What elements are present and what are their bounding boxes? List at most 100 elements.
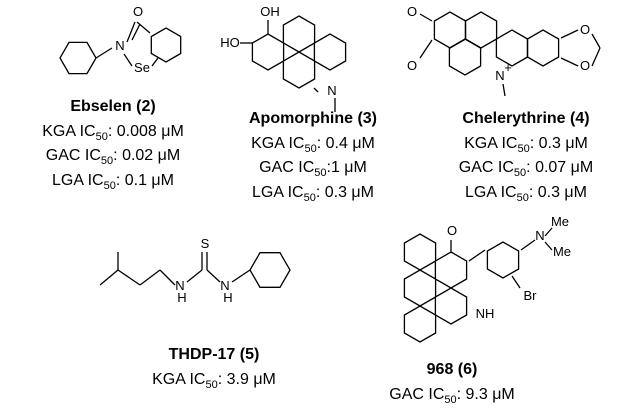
atom-label: Me xyxy=(551,214,569,229)
bond xyxy=(206,269,221,283)
activity-sub: 50 xyxy=(314,167,327,179)
bond xyxy=(126,21,136,43)
bond xyxy=(511,275,521,289)
activity-sub: 50 xyxy=(517,142,530,155)
ring-naph1 xyxy=(403,305,437,343)
activity-sub: 50 xyxy=(304,142,317,155)
activity-sub: 50 xyxy=(444,393,457,406)
atom-label: Br xyxy=(524,288,538,303)
atom-label: O xyxy=(407,58,417,73)
bond xyxy=(560,29,579,39)
activity-value: : 0.4 μM xyxy=(316,134,375,152)
activity-assay: LGA IC xyxy=(52,171,104,189)
activity-value: : 0.3 μM xyxy=(529,134,588,152)
activity-sub: 50 xyxy=(513,167,527,179)
benzo-ring xyxy=(150,27,182,63)
activity-assay: GAC IC xyxy=(259,159,315,176)
activity-assay: KGA IC xyxy=(152,370,206,388)
bond xyxy=(123,53,133,67)
atom-label: N xyxy=(220,278,229,293)
atom-label: N xyxy=(535,228,544,243)
bond xyxy=(231,269,251,283)
atom-label: O xyxy=(447,223,457,238)
compound-968: 968 (6)GAC IC50: 9.3 μM xyxy=(389,358,515,407)
activity-line: KGA IC50: 0.4 μM xyxy=(249,132,377,157)
bond xyxy=(468,249,486,262)
ring-d xyxy=(282,51,316,89)
bond xyxy=(151,57,159,67)
ring-3 xyxy=(495,29,529,67)
ring-n xyxy=(434,251,468,289)
bond xyxy=(419,13,433,22)
atom-label: OH xyxy=(260,4,280,19)
ring-b xyxy=(282,15,316,53)
atom-label: Me xyxy=(553,244,571,259)
activity-assay: GAC IC xyxy=(458,159,514,176)
atom-label: N xyxy=(495,68,504,83)
activity-assay: KGA IC xyxy=(251,134,305,152)
activity-line: KGA IC50: 0.008 μM xyxy=(42,120,184,145)
activity-value: : 0.3 μM xyxy=(528,183,587,201)
atom-label: HO xyxy=(220,35,240,50)
activity-sub: 50 xyxy=(95,130,108,143)
activity-sub: 50 xyxy=(100,155,114,167)
bond xyxy=(520,239,536,251)
activity-line: GAC IC50: 0.07 μM xyxy=(459,156,593,181)
activity-line: KGA IC50: 3.9 μM xyxy=(152,368,276,393)
atom-label: NH xyxy=(476,306,495,321)
activity-sub: 50 xyxy=(103,179,116,192)
bond xyxy=(419,39,433,59)
ring-5 xyxy=(448,38,482,76)
activity-sub: 50 xyxy=(205,378,218,391)
phenyl-ring xyxy=(59,41,97,75)
bond xyxy=(313,87,319,93)
compound-name: Apomorphine (3) xyxy=(249,110,377,127)
activity-line: GAC IC50:1 μM xyxy=(249,156,377,181)
atom-label: O xyxy=(133,4,143,19)
bond xyxy=(544,241,553,251)
bond xyxy=(131,23,141,41)
bond xyxy=(186,269,203,283)
bond xyxy=(139,269,161,286)
activity-value: : 0.3 μM xyxy=(315,183,374,201)
bond xyxy=(95,47,113,59)
activity-line: KGA IC50: 0.3 μM xyxy=(459,132,593,157)
atom-label: Se xyxy=(134,60,150,75)
compound-name: Ebselen (2) xyxy=(70,98,156,115)
bond xyxy=(560,57,579,67)
atom-label: N xyxy=(115,38,124,53)
bond xyxy=(544,227,553,237)
activity-value: : 0.02 μM xyxy=(113,147,181,164)
atom-label: O xyxy=(580,58,590,73)
ring-1 xyxy=(433,11,467,49)
atom-label: O xyxy=(407,4,417,19)
ring-c xyxy=(313,33,347,71)
bond xyxy=(502,83,506,97)
compound-name: THDP-17 (5) xyxy=(168,346,260,363)
activity-assay: KGA IC xyxy=(42,122,96,140)
activity-assay: GAC IC xyxy=(389,385,445,403)
phenyl-ring xyxy=(249,252,291,288)
activity-line: LGA IC50: 0.1 μM xyxy=(42,169,184,194)
atom-label: + xyxy=(504,60,512,75)
bond xyxy=(591,33,601,49)
compound-name: Chelerythrine (4) xyxy=(462,110,590,127)
bond xyxy=(591,47,601,67)
bond xyxy=(117,269,141,286)
bond xyxy=(136,21,151,34)
atom-label: N xyxy=(175,278,184,293)
activity-sub: 50 xyxy=(516,191,529,204)
activity-sub: 50 xyxy=(303,191,316,204)
activity-line: LGA IC50: 0.3 μM xyxy=(459,181,593,206)
ring-4 xyxy=(526,29,560,67)
activity-line: LGA IC50: 0.3 μM xyxy=(249,181,377,206)
activity-line: GAC IC50: 0.02 μM xyxy=(42,144,184,169)
atom-label: O xyxy=(580,22,590,37)
atom-label: H xyxy=(177,290,186,305)
ring-naph2 xyxy=(434,287,468,325)
activity-assay: KGA IC xyxy=(464,134,518,152)
activity-value: : 0.008 μM xyxy=(107,122,184,140)
